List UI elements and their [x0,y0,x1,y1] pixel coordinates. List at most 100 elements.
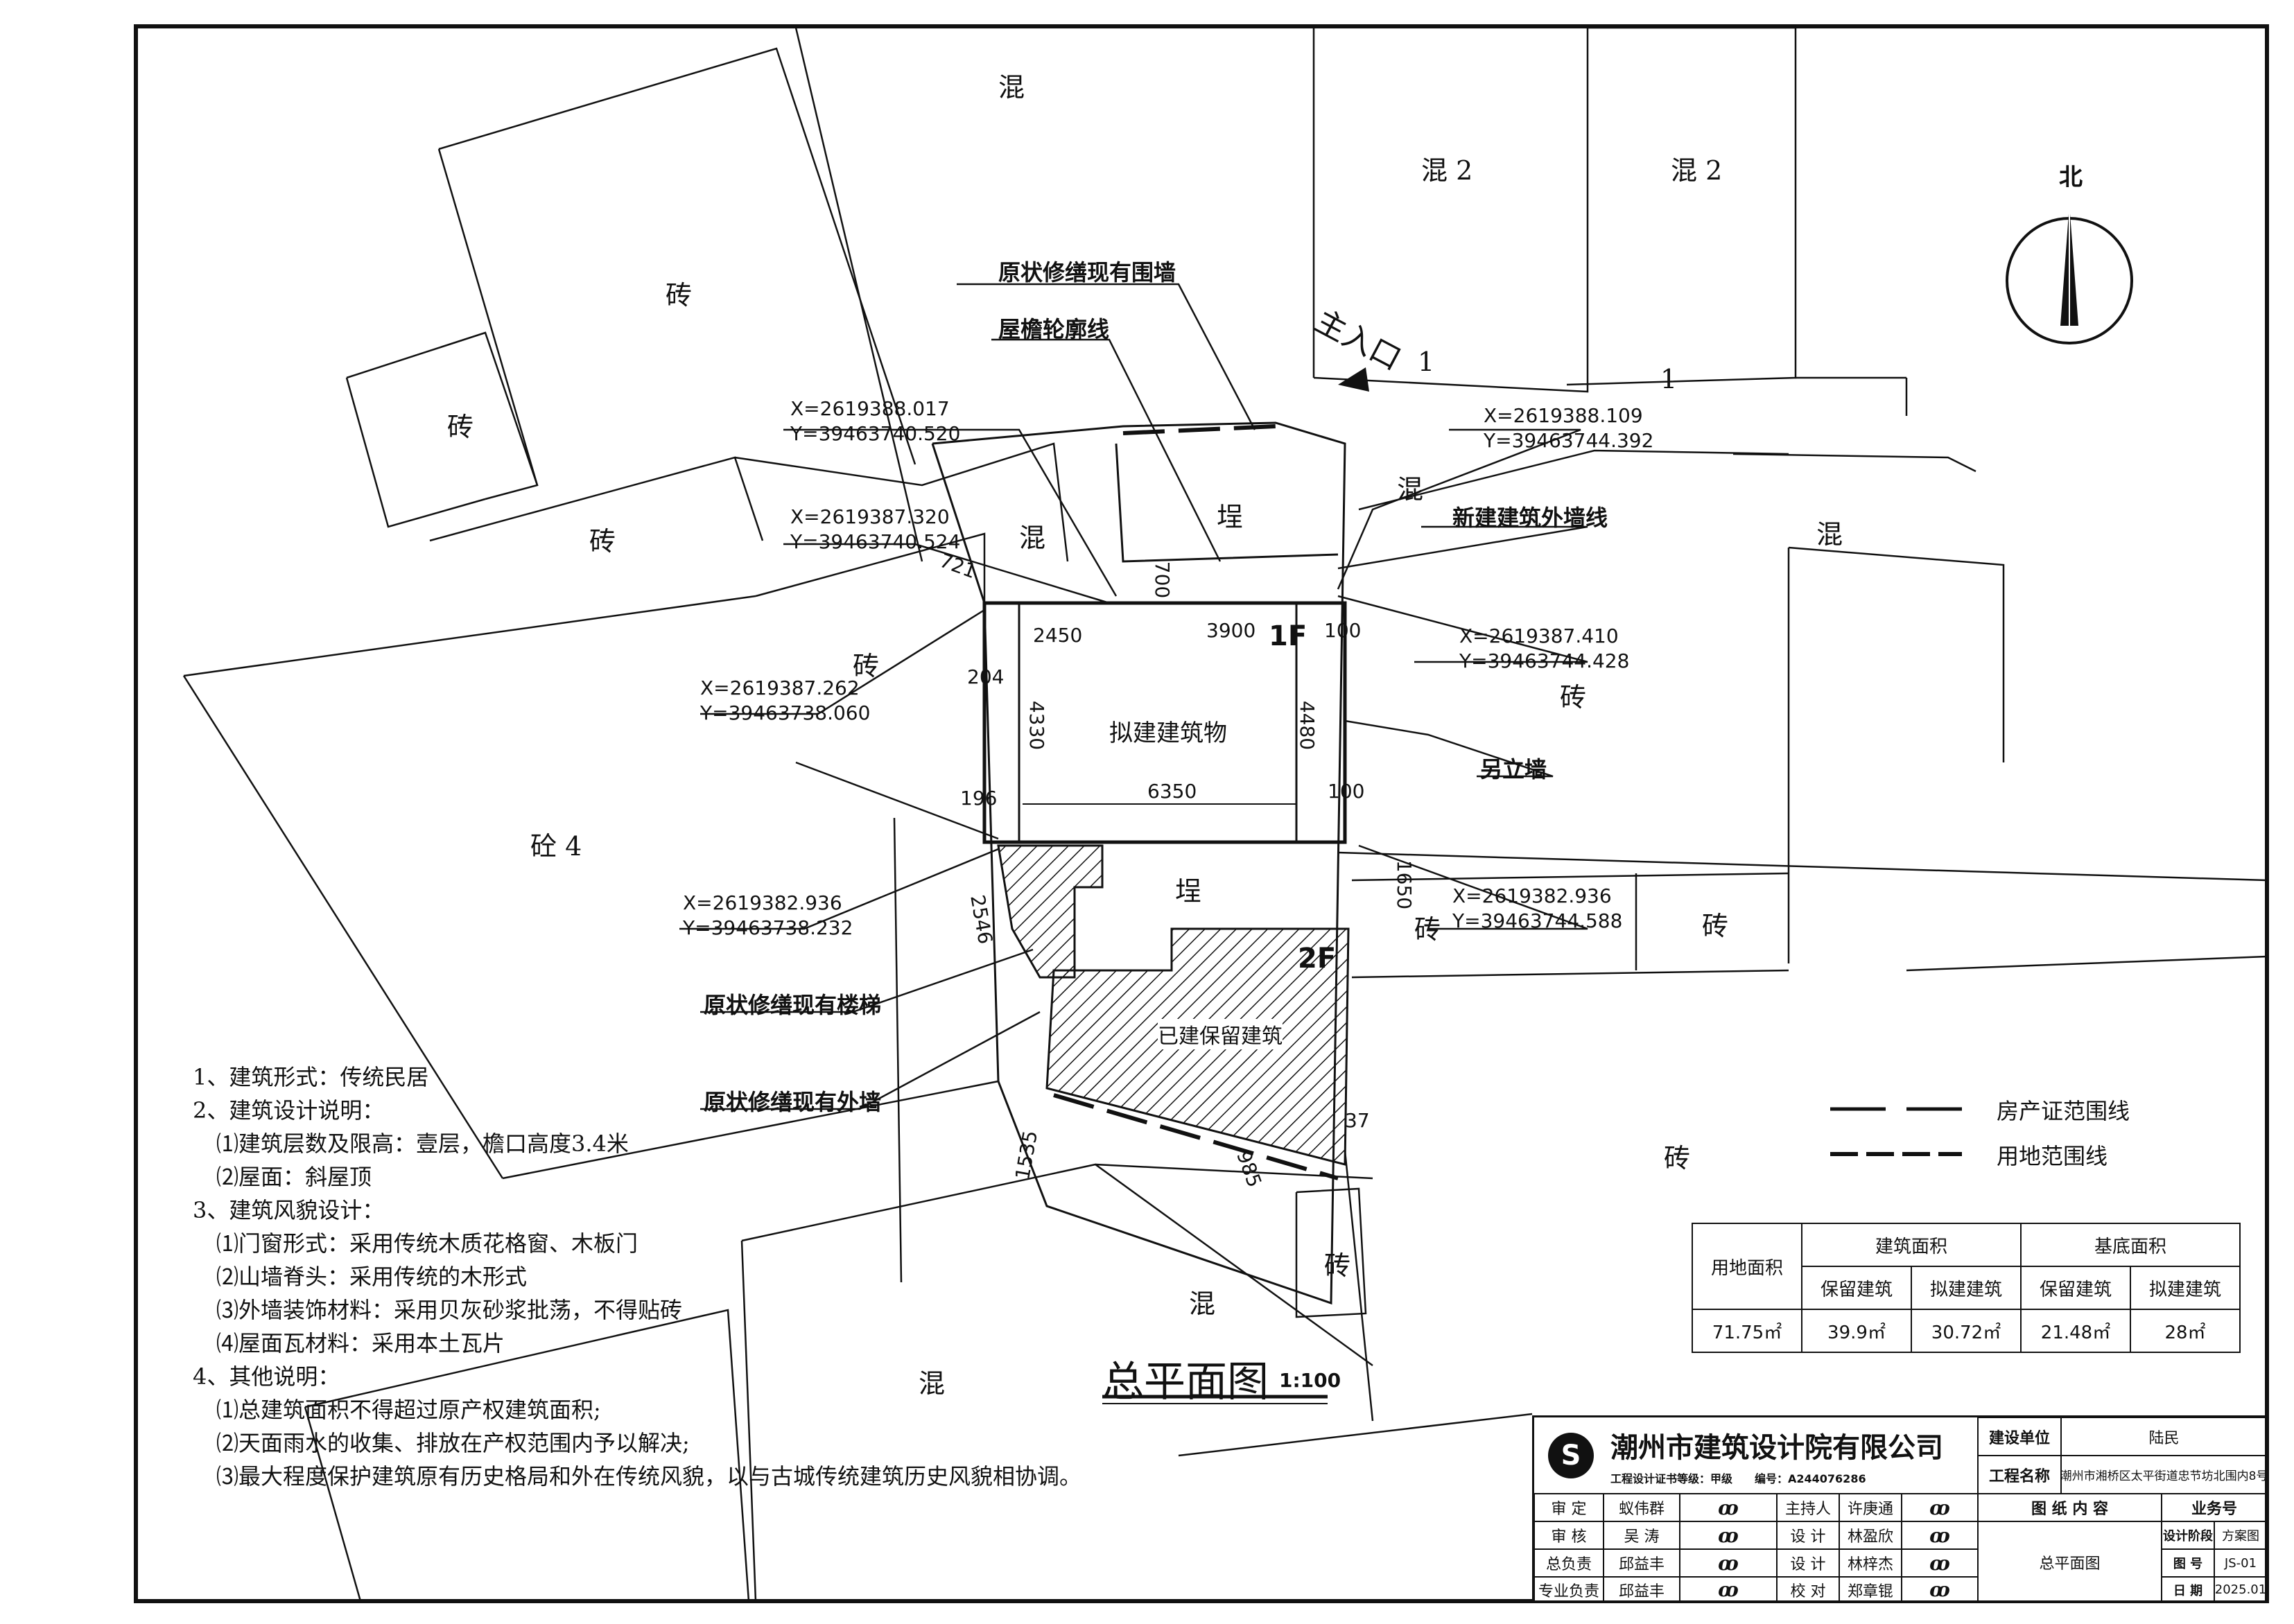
name2-approve: 许庚通 [1839,1494,1902,1521]
note-line: ⑵屋面：斜屋顶 [216,1164,372,1190]
name-lead: 邱益丰 [1604,1549,1680,1577]
area-base-new-value: 28㎡ [2130,1309,2241,1353]
zone-zhuan-left: 砖 [589,526,616,557]
stair-hatch [997,844,1104,979]
zone-cheng-bottom: 埕 [1175,876,1202,907]
callout-eave-outline: 屋檐轮廓线 [998,316,1110,342]
zone-hun-mid: 混 [1019,523,1046,553]
dim-3900: 3900 [1206,619,1256,642]
plan-scale: 1:100 [1279,1369,1341,1392]
callout-stair-repair: 原状修缮现有楼梯 [704,992,882,1018]
legend-land-line: 用地范围线 [1997,1143,2108,1169]
dim-1650: 1650 [1393,859,1416,910]
floor-1f: 1F [1269,620,1307,652]
retained-building-label: 已建保留建筑 [1158,1019,1283,1049]
name2-discipline: 郑章锟 [1839,1577,1902,1603]
name2-review: 林盈欣 [1839,1521,1902,1549]
note-line: ⑴建筑层数及限高：壹层，檐口高度3.4米 [216,1130,629,1157]
zone-hun-top: 混 [998,72,1025,103]
sheet-value: JS-01 [2214,1549,2267,1577]
project-value: 潮州市湘桥区太平街道忠节坊北围内8号 [2061,1456,2267,1494]
plan-title: 总平面图 [1102,1358,1269,1406]
signature-image: ꝏ [1680,1549,1777,1577]
zone-num-1b: 1 [1660,364,1678,394]
legend-property-line: 房产证范围线 [1997,1098,2130,1124]
note-line: ⑴总建筑面积不得超过原产权建筑面积; [216,1397,601,1423]
design-notes: 1、建筑形式：传统民居 2、建筑设计说明： ⑴建筑层数及限高：壹层，檐口高度3.… [193,1060,1081,1493]
callout-outer-wall-repair: 原状修缮现有外墙 [704,1089,882,1115]
note-line: ⑵天面雨水的收集、排放在产权范围内予以解决; [216,1430,690,1456]
drawing-frame [134,24,2269,1603]
zone-zhuan-bottom-right: 砖 [1664,1143,1691,1173]
surrounding-buildings [182,26,2268,1602]
signature-image: ꝏ [1680,1521,1777,1549]
zone-hun2-a: 混 2 [1421,155,1473,186]
north-label: 北 [2059,164,2083,191]
content-value: 总平面图 [1978,1521,2162,1603]
zone-hun-bottom: 混 [1189,1289,1216,1319]
north-arrow-icon [2006,204,2133,344]
note-line: ⑶外墙装饰材料：采用贝灰砂浆批荡，不得贴砖 [216,1297,683,1323]
role2-discipline: 校 对 [1777,1577,1839,1603]
sheet-label: 图 号 [2162,1549,2214,1577]
dim-2450: 2450 [1033,624,1083,647]
dim-204: 204 [967,665,1005,688]
zone-num-1a: 1 [1418,347,1435,377]
area-sub-new: 拟建建筑 [1911,1266,2022,1310]
zone-hun2-b: 混 2 [1671,155,1723,186]
note-line: ⑵山墙脊头：采用传统的木形式 [216,1264,528,1290]
land-boundary [1053,424,1339,1180]
company-cert: 工程设计证书等级：甲级 编号：A244076286 [1610,1472,1866,1485]
stage-value: 方案图 [2214,1521,2267,1549]
zone-zhuan-diag: 砖 [853,651,880,681]
role2-approve: 主持人 [1777,1494,1839,1521]
name-discipline: 邱益丰 [1604,1577,1680,1603]
role-discipline: 专业负责 [1534,1577,1604,1603]
zone-hun-right-entry: 混 [1397,474,1424,505]
dim-100a: 100 [1324,619,1362,642]
dim-4330: 4330 [1025,700,1049,751]
signature-image: ꝏ [1902,1494,1978,1521]
zone-zhuan-small: 砖 [447,412,474,442]
dim-37: 37 [1345,1109,1370,1132]
signature-image: ꝏ [1902,1521,1978,1549]
area-header-building: 建筑面积 [1801,1223,2022,1267]
note-line: ⑶最大程度保护建筑原有历史格局和外在传统风貌，以与古城传统建筑历史风貌相协调。 [216,1463,1082,1490]
project-label: 工程名称 [1978,1456,2061,1494]
proposed-building-label: 拟建建筑物 [1109,719,1227,747]
zone-zhuan-upper: 砖 [666,280,693,311]
area-table: 用地面积 建筑面积 基底面积 保留建筑 拟建建筑 保留建筑 拟建建筑 71.75… [1692,1223,2241,1353]
role2-review: 设 计 [1777,1521,1839,1549]
stage-label: 设计阶段 [2162,1521,2214,1549]
area-sub-keep: 保留建筑 [2020,1266,2131,1310]
zone-cheng-top: 埕 [1217,502,1244,532]
client-label: 建设单位 [1978,1417,2061,1456]
note-line: 4、其他说明： [193,1363,340,1390]
zone-tong4: 砼 4 [530,831,582,862]
date-value: 2025.01 [2214,1577,2267,1603]
site-boundary [931,421,1347,1305]
dim-196: 196 [960,787,998,810]
callout-separate-wall: 另立墙 [1480,756,1547,783]
dim-700: 700 [1151,561,1174,599]
company-cell: 潮州市建筑设计院有限公司 工程设计证书等级：甲级 编号：A244076286 [1534,1417,1978,1494]
zone-zhuan-right: 砖 [1560,682,1587,713]
date-label: 日 期 [2162,1577,2214,1603]
area-header-land: 用地面积 [1692,1223,1802,1310]
zone-zhuan-right3: 砖 [1702,911,1729,941]
signature-image: ꝏ [1680,1577,1777,1603]
role-lead: 总负责 [1534,1549,1604,1577]
prof-label: 业务号 [2162,1494,2267,1521]
name2-lead: 林梓杰 [1839,1549,1902,1577]
area-sub-new: 拟建建筑 [2130,1266,2241,1310]
zone-hun-far-right: 混 [1816,519,1843,550]
company-name: 潮州市建筑设计院有限公司 [1610,1431,1943,1464]
signature-image: ꝏ [1902,1577,1978,1603]
